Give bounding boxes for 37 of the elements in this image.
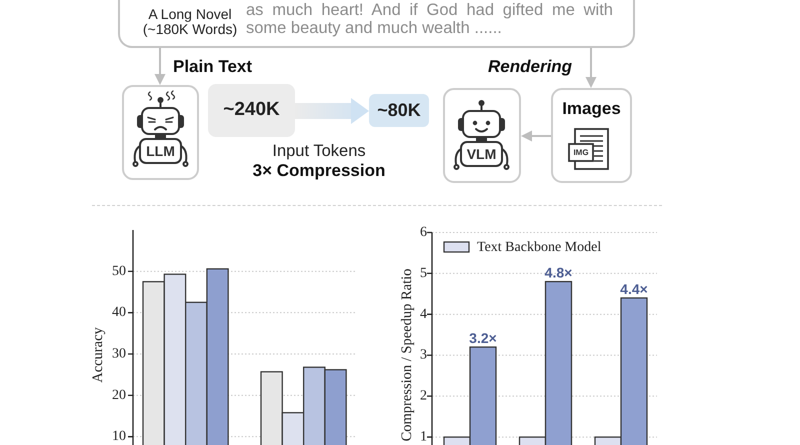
tick-label: 2 (420, 388, 427, 404)
legend-label: Text Backbone Model (477, 240, 602, 255)
tick-label: 4 (420, 306, 427, 322)
icon-tag-text: IMG (572, 146, 590, 158)
wide-arrow (295, 98, 369, 124)
arrow (586, 48, 596, 88)
tick-label: 40 (112, 305, 126, 320)
token-count: ~240K (223, 98, 280, 122)
axis-title: Accuracy (90, 327, 106, 383)
value-label: 4.4× (620, 280, 648, 297)
text-panel (118, 0, 635, 48)
robot-card (443, 88, 521, 183)
tick-label: 1 (420, 430, 427, 445)
image-card (551, 88, 632, 183)
robot-label: LLM (145, 142, 176, 160)
card-title: Images (561, 99, 622, 119)
tick-label: 30 (112, 346, 126, 362)
arrow (521, 130, 551, 142)
tick-label: 10 (112, 429, 126, 444)
node-label: A Long Novel (~180K Words) (142, 7, 238, 37)
tick-label: 50 (112, 264, 126, 279)
token-count-box (369, 94, 429, 127)
value-label: 4.8× (544, 264, 572, 281)
excerpt-text: as much heart! And if God had gifted me with some beauty and much wealth ...... (246, 1, 613, 37)
robot-card (122, 85, 199, 180)
annotation-text: Input Tokens (271, 141, 367, 161)
tick-label: 20 (112, 388, 126, 403)
tick-label: 3 (420, 348, 427, 363)
value-label: 3.2× (469, 330, 497, 346)
annotation-text: 3× Compression (252, 161, 386, 181)
axis-title: Compression / Speedup Ratio (399, 268, 415, 442)
arrow (154, 48, 166, 85)
tick-label: 6 (420, 224, 427, 240)
tick-label: 5 (420, 266, 427, 281)
robot-label: VLM (466, 144, 498, 164)
edge-label: Rendering (487, 57, 574, 77)
token-count: ~80K (377, 99, 421, 122)
